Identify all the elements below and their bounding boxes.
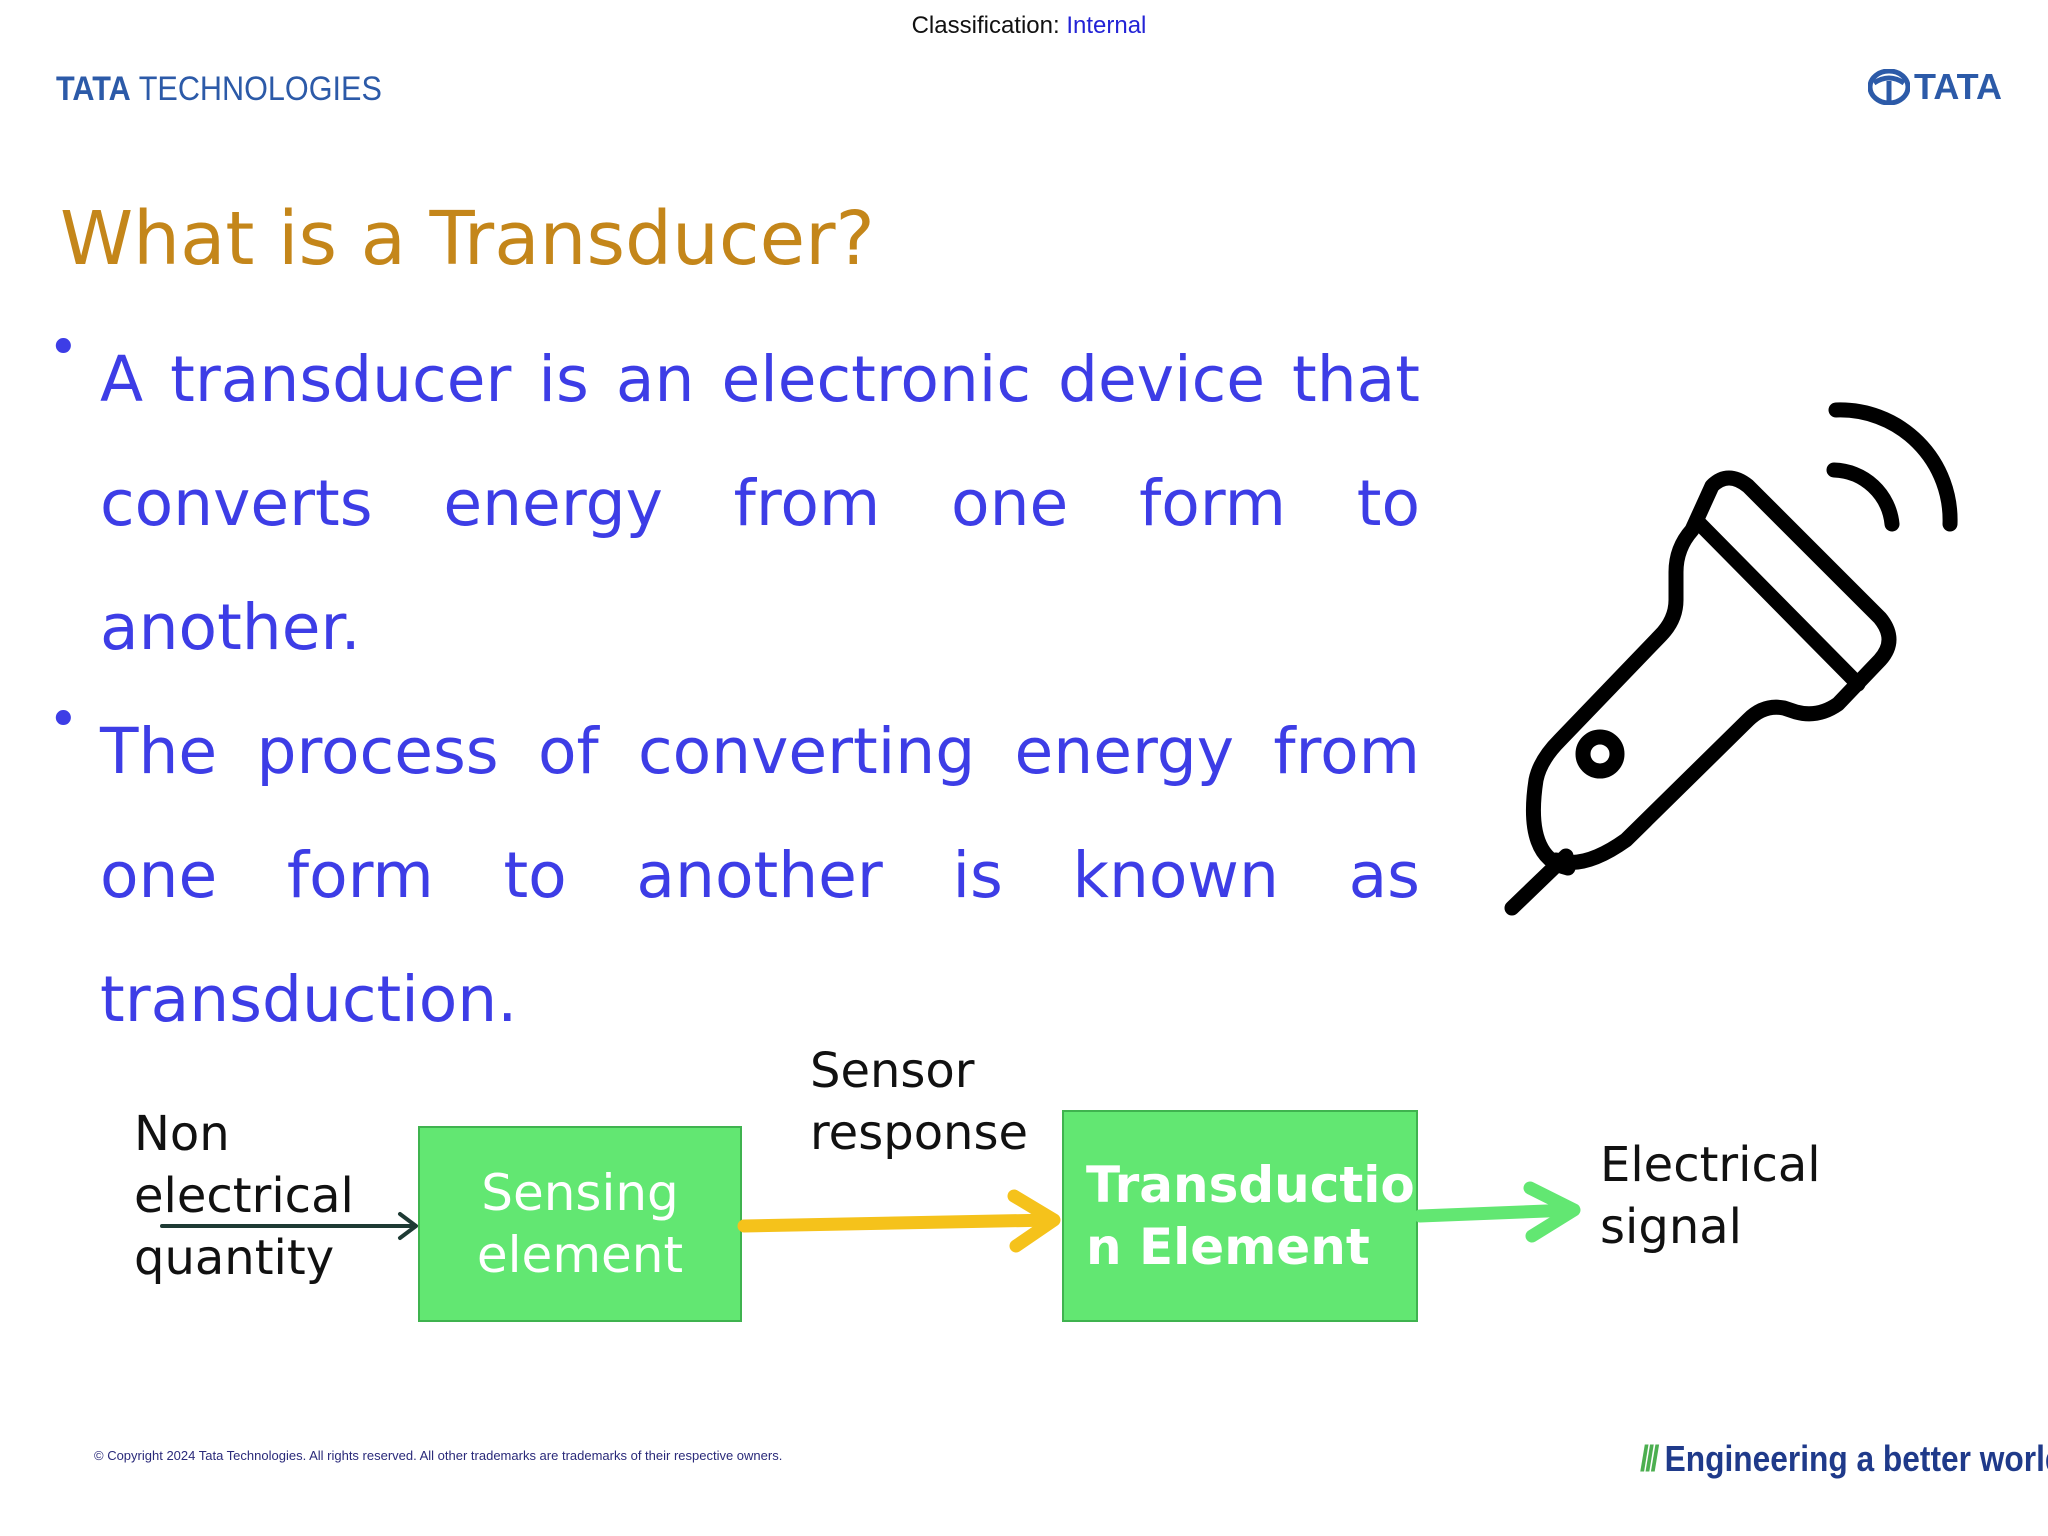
output-label: Electrical signal (1600, 1134, 1821, 1258)
bullet-dot: • (48, 318, 79, 378)
sensor-response-label: Sensor response (810, 1040, 1028, 1164)
input-label-line: electrical (134, 1168, 354, 1224)
sensor-response-arrow (737, 1189, 1061, 1253)
classification-value: Internal (1066, 12, 1147, 39)
logo-word-technologies: TECHNOLOGIES (130, 70, 382, 108)
tagline-slashes: /// (1640, 1438, 1659, 1479)
output-label-line: signal (1600, 1199, 1742, 1255)
bullet-dot: • (48, 690, 79, 750)
bullet-text: The process of converting energy from on… (100, 715, 1420, 1036)
tata-technologies-logo: TATA TECHNOLOGIES (56, 70, 382, 109)
output-label-line: Electrical (1600, 1137, 1821, 1193)
tagline-text: Engineering a better world (1664, 1438, 2048, 1479)
input-label: Non electrical quantity (134, 1103, 354, 1289)
classification-label: Classification: (911, 12, 1060, 39)
tagline: /// Engineering a better world (1640, 1438, 2048, 1480)
sensing-element-box: Sensing element (418, 1126, 742, 1322)
tata-emblem-icon (1868, 69, 1910, 105)
sensing-box-line: Sensing (481, 1164, 679, 1222)
sensor-label-line: Sensor (810, 1043, 975, 1099)
bullet-text: A transducer is an electronic device tha… (100, 343, 1420, 664)
sensing-box-line: element (476, 1226, 684, 1284)
slide-title: What is a Transducer? (60, 196, 875, 282)
sensor-label-line: response (810, 1105, 1029, 1161)
bullet-item: • The process of converting energy from … (48, 690, 1420, 1062)
transduction-box-line: Transductio (1086, 1156, 1415, 1214)
input-arrow (160, 1212, 418, 1240)
logo-word-tata-right: TATA (1914, 66, 2002, 107)
classification-notice: Classification: Internal (0, 12, 2048, 40)
logo-word-tata: TATA (56, 70, 131, 108)
input-label-line: quantity (134, 1230, 335, 1286)
input-label-line: Non (134, 1106, 230, 1162)
transduction-box-line: n Element (1086, 1218, 1370, 1276)
copyright-notice: © Copyright 2024 Tata Technologies. All … (94, 1448, 783, 1463)
tata-logo: TATA (1868, 66, 2002, 108)
electrical-signal-arrow (1413, 1181, 1581, 1243)
bullet-item: • A transducer is an electronic device t… (48, 318, 1420, 690)
transduction-element-box: Transductio n Element (1062, 1110, 1418, 1322)
